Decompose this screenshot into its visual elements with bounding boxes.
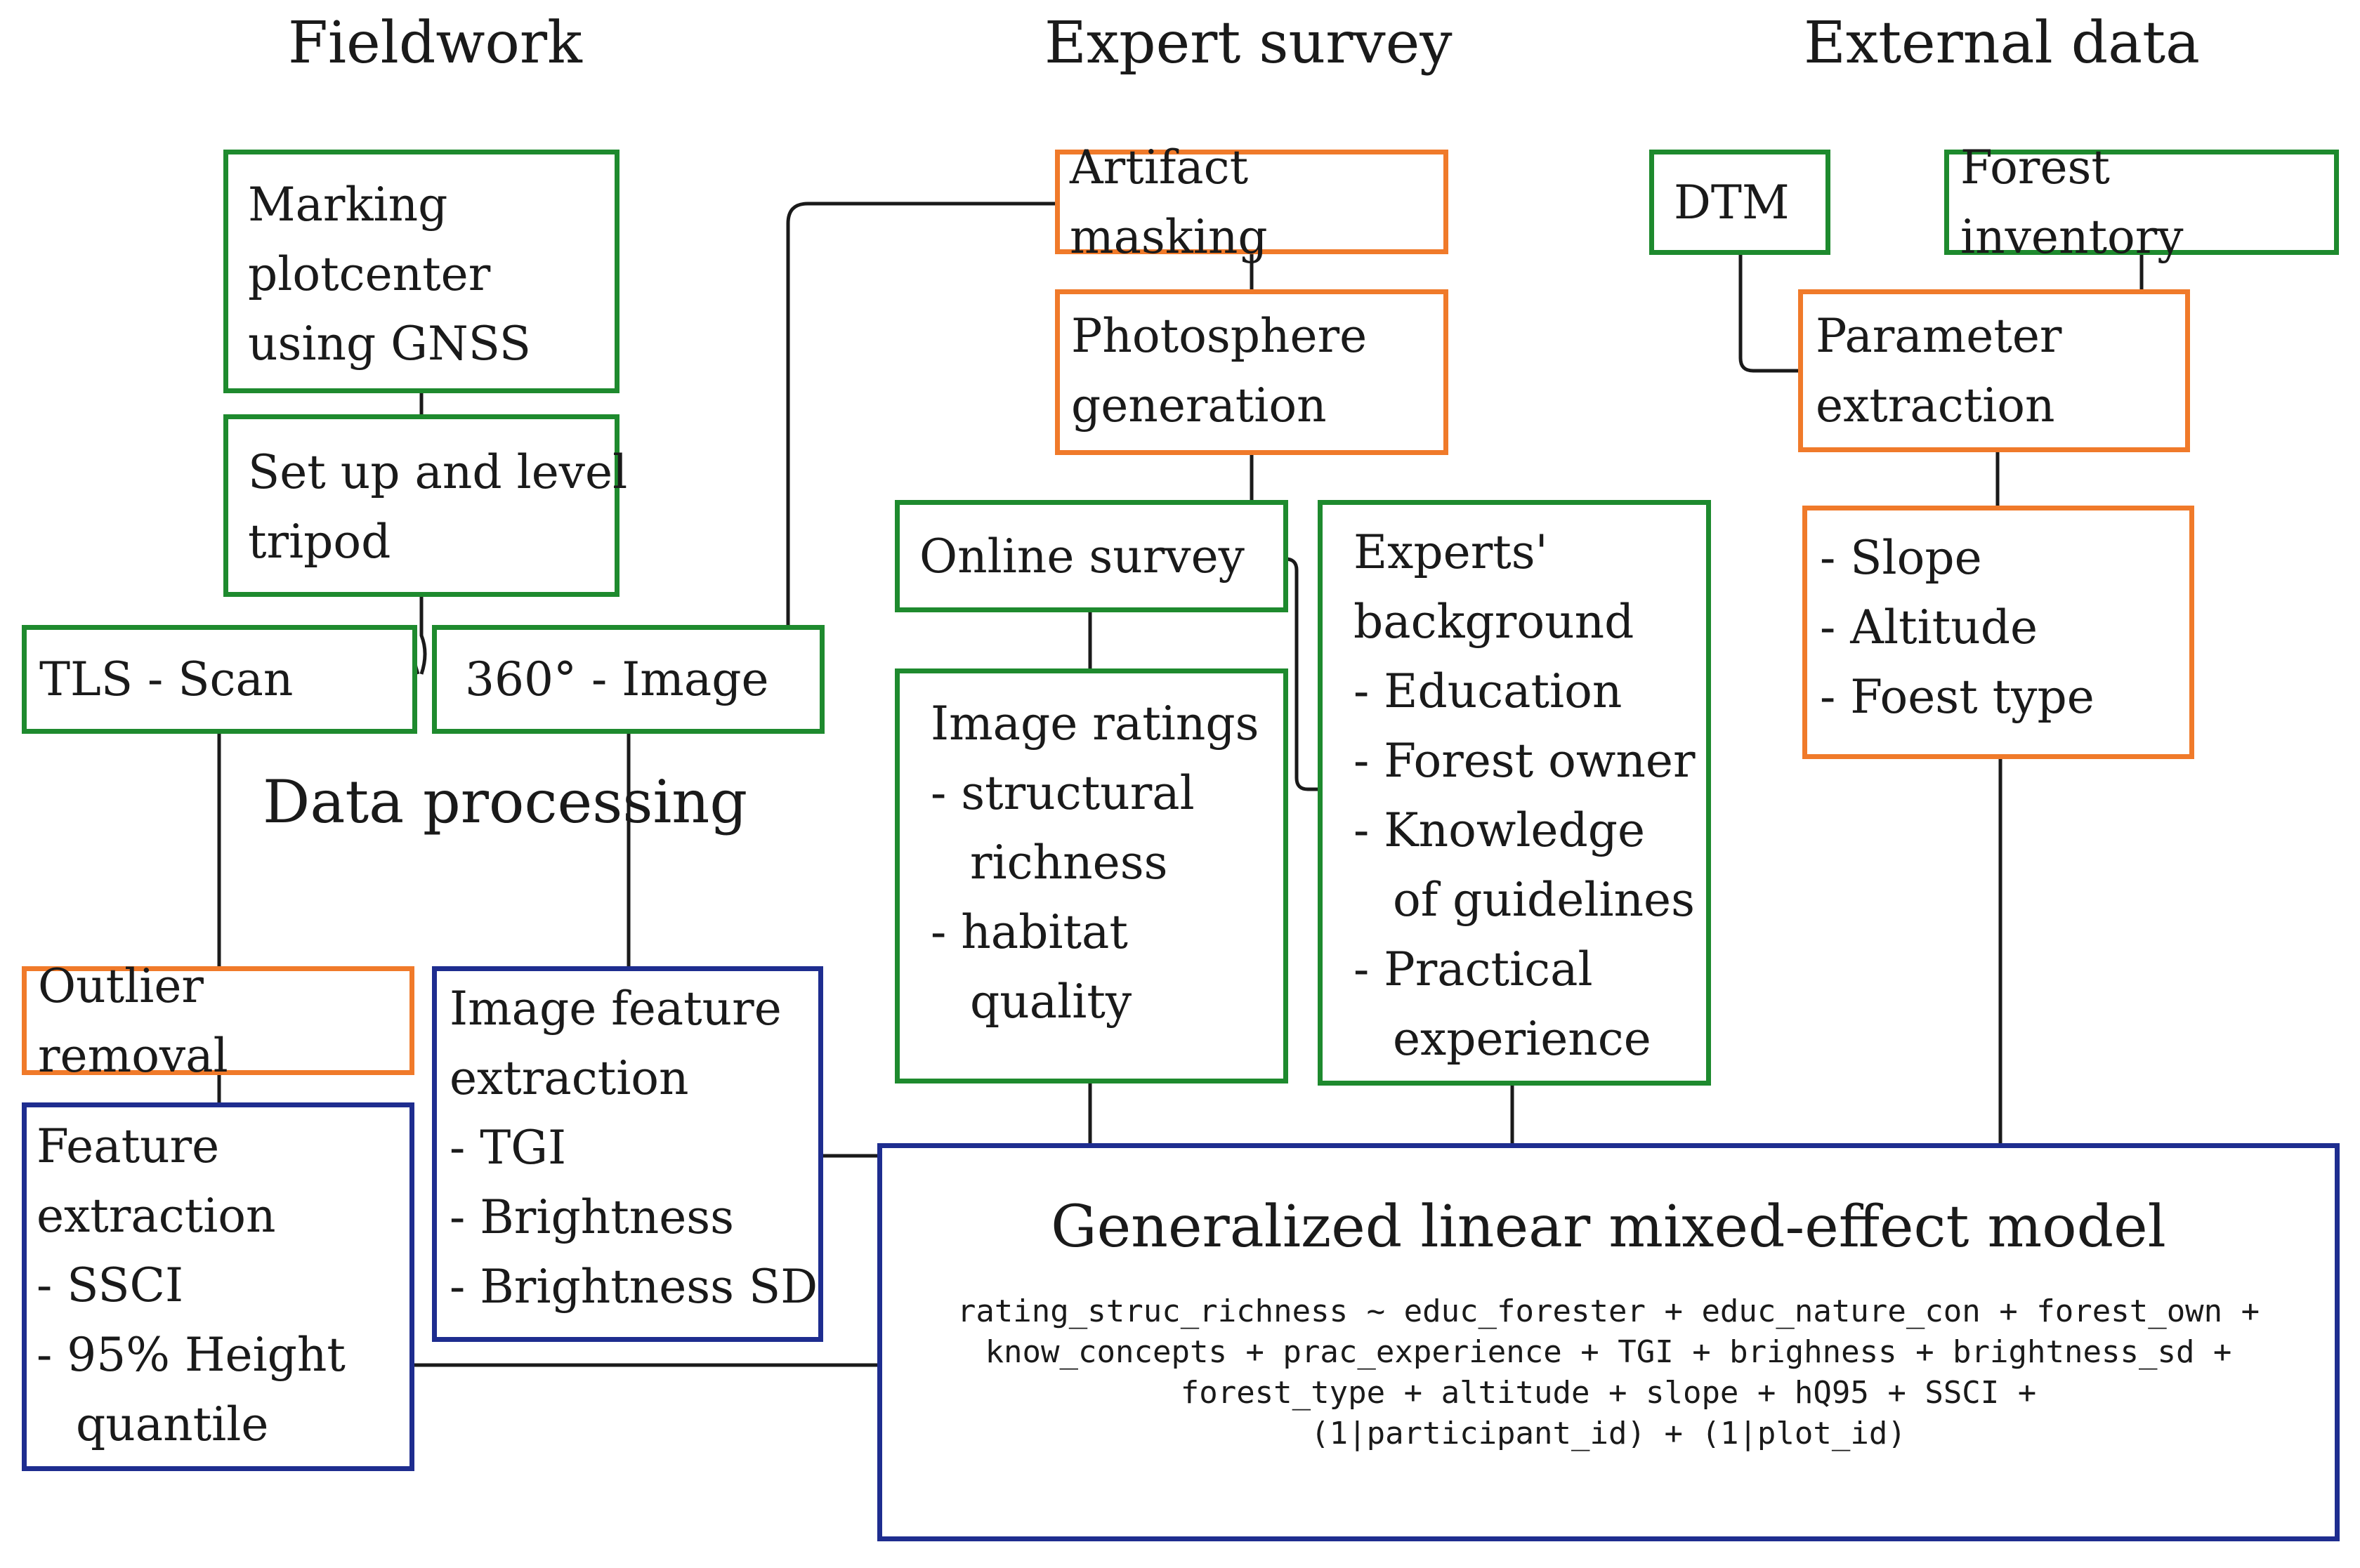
tripod-line-2: tripod: [248, 515, 391, 569]
header-external-data: External data: [1804, 10, 2200, 77]
online-survey-label: Online survey: [919, 529, 1245, 584]
artifact-masking-box: Artifact masking: [1055, 140, 1448, 264]
online-survey-box: Online survey: [895, 500, 1288, 612]
image-ratings-box: Image ratings - structural richness - ha…: [895, 668, 1288, 1083]
model-formula: rating_struc_richness ~ educ_forester + …: [896, 1291, 2321, 1454]
image-feature-item-tgi: - TGI: [450, 1121, 567, 1175]
experts-background-item-knowledge: - Knowledge: [1353, 803, 1646, 857]
image-feature-line-2: extraction: [450, 1051, 689, 1105]
glmm-model-box: Generalized linear mixed-effect model ra…: [877, 1143, 2340, 1541]
parameter-item-slope: - Slope: [1820, 531, 1982, 585]
feature-extraction-box: Feature extraction - SSCI - 95% Height q…: [22, 1102, 414, 1471]
experts-background-item-experience: experience: [1393, 1012, 1651, 1066]
connector-online-background: [1285, 557, 1319, 791]
image-ratings-item-habitat: - habitat: [931, 905, 1128, 959]
marking-line-3: using GNSS: [248, 317, 531, 371]
header-fieldwork: Fieldwork: [288, 10, 582, 77]
image-feature-line-1: Image feature: [450, 982, 782, 1036]
feature-extraction-item-height: - 95% Height: [37, 1328, 346, 1382]
marking-line-1: Marking: [248, 178, 448, 232]
forest-inventory-box: Forest inventory: [1944, 140, 2339, 264]
model-title: Generalized linear mixed-effect model: [1051, 1194, 2166, 1260]
tls-scan-box: TLS - Scan: [22, 625, 417, 734]
parameter-item-forest-type: - Foest type: [1820, 670, 2094, 724]
parameter-extraction-line-1: Parameter: [1816, 309, 2062, 363]
artifact-masking-label: Artifact masking: [1070, 140, 1268, 264]
image-360-box: 360° - Image: [432, 625, 825, 734]
parameter-item-altitude: - Altitude: [1820, 600, 2038, 654]
image-ratings-item-richness: richness: [970, 836, 1168, 890]
tls-scan-label: TLS - Scan: [39, 652, 294, 706]
feature-extraction-line-2: extraction: [37, 1189, 276, 1243]
tripod-line-1: Set up and level: [248, 445, 628, 499]
data-processing-line-2: processing: [422, 767, 748, 836]
experts-background-item-education: - Education: [1353, 664, 1622, 718]
data-processing-line-1: Data: [263, 767, 405, 836]
marking-plotcenter-box: Marking plotcenter using GNSS: [223, 150, 620, 393]
image-ratings-line-1: Image ratings: [931, 697, 1259, 751]
outlier-removal-box: Outlier removal: [22, 959, 414, 1083]
feature-extraction-line-1: Feature: [37, 1119, 220, 1173]
image-360-label: 360° - Image: [465, 652, 769, 706]
parameter-extraction-line-2: extraction: [1816, 378, 2055, 433]
feature-extraction-item-quantile: quantile: [76, 1397, 269, 1451]
outlier-removal-label: Outlier removal: [38, 958, 228, 1083]
image-feature-item-brightness: - Brightness: [450, 1190, 735, 1244]
connector-360-artifact: [786, 202, 1055, 625]
dtm-label: DTM: [1674, 175, 1790, 230]
experts-background-item-forest-owner: - Forest owner: [1353, 734, 1696, 788]
data-processing-label: Data processing: [263, 759, 747, 845]
formula-line-4: (1|participant_id) + (1|plot_id): [1311, 1416, 1906, 1451]
experts-background-box: Experts' background - Education - Forest…: [1318, 500, 1711, 1086]
feature-extraction-item-ssci: - SSCI: [37, 1258, 184, 1312]
forest-inventory-label: Forest inventory: [1960, 140, 2184, 264]
marking-line-2: plotcenter: [248, 247, 491, 301]
image-feature-extraction-box: Image feature extraction - TGI - Brightn…: [432, 966, 823, 1342]
tripod-box: Set up and level tripod: [223, 414, 628, 597]
formula-line-2: know_concepts + prac_experience + TGI + …: [985, 1334, 2232, 1370]
formula-line-3: forest_type + altitude + slope + hQ95 + …: [1180, 1375, 2037, 1411]
parameter-extraction-box: Parameter extraction: [1798, 289, 2190, 452]
experts-background-line-1: Experts': [1353, 525, 1548, 579]
experts-background-item-guidelines: of guidelines: [1393, 873, 1695, 927]
image-feature-item-brightness-sd: - Brightness SD: [450, 1260, 818, 1314]
experts-background-line-2: background: [1353, 595, 1634, 649]
image-ratings-item-quality: quality: [970, 975, 1132, 1029]
header-expert-survey: Expert survey: [1044, 10, 1453, 77]
experts-background-item-practical: - Practical: [1353, 942, 1593, 996]
photosphere-line-1: Photosphere: [1071, 309, 1368, 363]
photosphere-line-2: generation: [1071, 378, 1327, 433]
formula-line-1: rating_struc_richness ~ educ_forester + …: [957, 1293, 2260, 1329]
image-ratings-item-structural: - structural: [931, 766, 1195, 820]
parameters-list-box: - Slope - Altitude - Foest type: [1802, 506, 2194, 759]
dtm-box: DTM: [1649, 150, 1830, 255]
photosphere-generation-box: Photosphere generation: [1055, 289, 1448, 455]
connector-dtm-parameter: [1738, 255, 1799, 373]
